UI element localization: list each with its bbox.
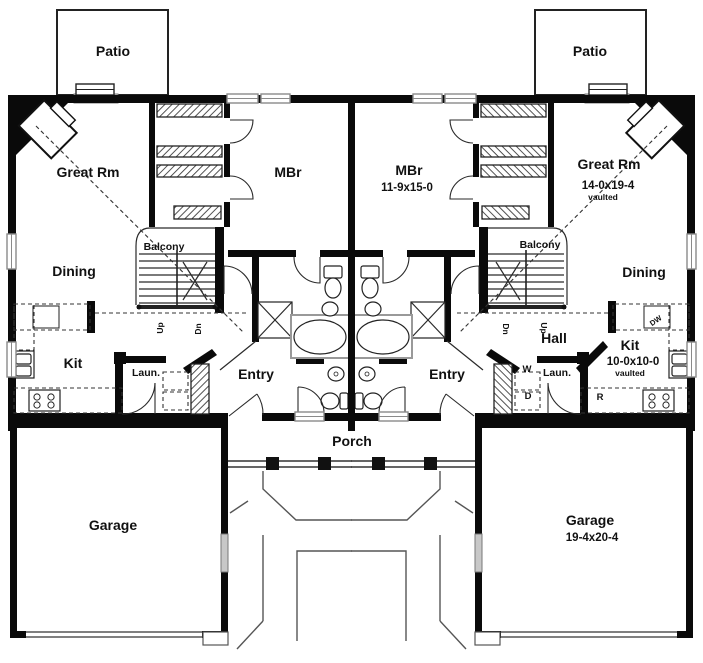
kitchen-angled-wall-right	[576, 341, 608, 374]
label-kit-right-note: vaulted	[615, 368, 645, 378]
label-laun-right: Laun.	[543, 367, 571, 379]
label-great-rm-left: Great Rm	[56, 164, 119, 180]
label-dryer: D	[525, 391, 532, 402]
label-stairs-dn-left: Dn	[193, 323, 203, 334]
label-dining-right: Dining	[622, 264, 666, 280]
label-mbr-right: MBr	[395, 162, 423, 178]
unit-right-geometry-mirror	[350, 9, 697, 650]
label-washer: W	[523, 364, 532, 375]
label-mbr-right-dims: 11-9x15-0	[381, 182, 433, 194]
label-dining-left: Dining	[52, 263, 96, 279]
label-patio-right: Patio	[573, 43, 607, 59]
label-entry-right: Entry	[429, 366, 465, 382]
label-great-rm-right-dims: 14-0x19-4	[582, 180, 635, 192]
label-garage-left: Garage	[89, 517, 137, 533]
label-mbr-left: MBr	[274, 164, 302, 180]
label-garage-right: Garage	[566, 512, 614, 528]
label-garage-right-dims: 19-4x20-4	[566, 532, 619, 544]
label-balcony-right: Balcony	[520, 239, 561, 251]
label-laun-left: Laun.	[132, 367, 160, 379]
label-stairs-up-right: Up	[539, 322, 549, 333]
label-porch: Porch	[332, 433, 372, 449]
label-great-rm-right: Great Rm	[577, 156, 640, 172]
unit-left-geometry	[6, 9, 353, 650]
label-stairs-up-left: Up	[155, 322, 165, 333]
label-hall-right: Hall	[541, 330, 567, 346]
party-wall	[348, 95, 355, 431]
label-kit-right: Kit	[621, 337, 640, 353]
label-kit-left: Kit	[64, 355, 83, 371]
label-entry-left: Entry	[238, 366, 274, 382]
label-stairs-dn-right: Dn	[501, 323, 511, 334]
label-range: R	[597, 392, 604, 403]
label-balcony-left: Balcony	[144, 241, 185, 253]
label-patio-left: Patio	[96, 43, 130, 59]
label-great-rm-right-note: vaulted	[588, 192, 618, 202]
label-kit-right-dims: 10-0x10-0	[607, 356, 659, 368]
